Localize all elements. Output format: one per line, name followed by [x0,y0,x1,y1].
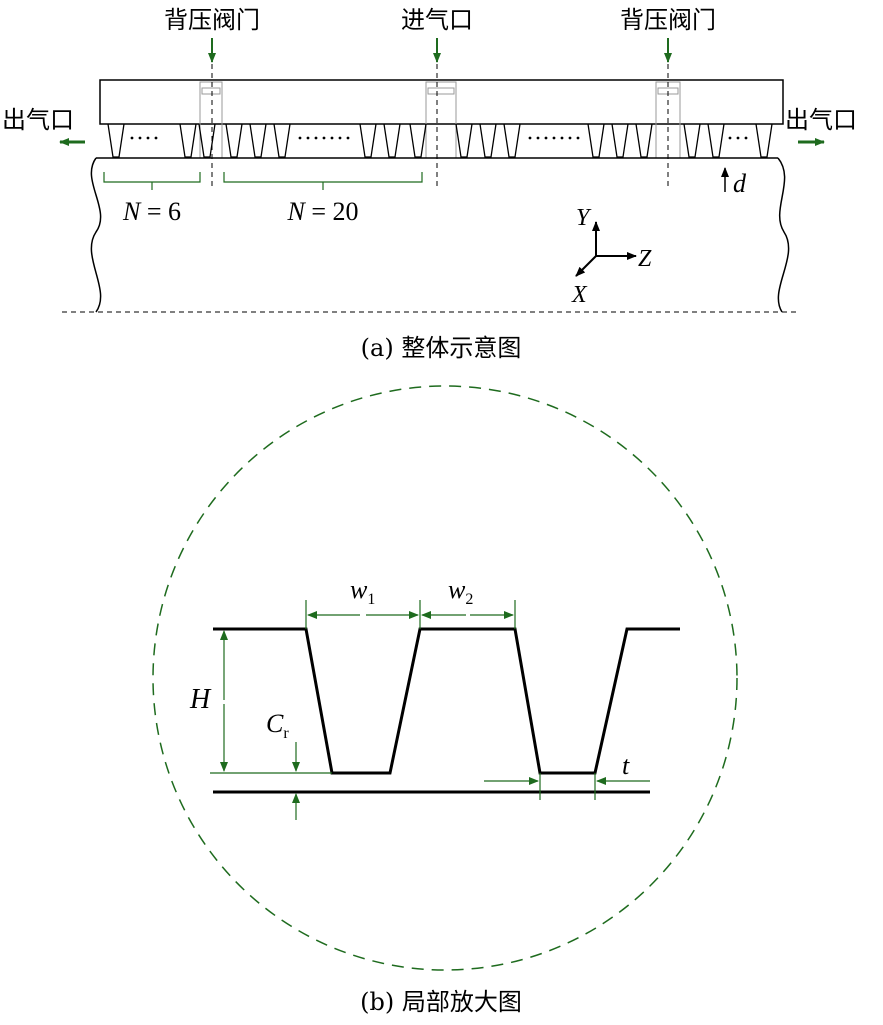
coordinate-axes [575,221,637,277]
n-mid-label: N = 20 [286,197,358,226]
seal-tooth [198,123,216,158]
detail-circle [152,385,738,971]
h-dimension [210,630,332,774]
seal-tooth [707,123,725,158]
valve-left-label: 背压阀门 [164,6,260,34]
h-label: H [189,684,212,715]
seal-tooth [503,123,521,158]
axis-z-label: Z [638,246,652,272]
valve-right-label: 背压阀门 [620,6,716,34]
panel-a-overall-view: 背压阀门 进气口 背压阀门 出气口 出气口 [2,6,857,362]
panel-b-detail-view: w1 w2 H Cr t (b) 局部放大图 [152,385,738,1016]
seal-stator-block [99,79,784,125]
caption-b: (b) 局部放大图 [360,988,522,1016]
w2-label: w2 [448,575,473,608]
inlet-label: 进气口 [401,6,473,34]
seal-tooth [479,123,497,158]
seal-tooth [225,123,243,158]
seal-tooth [107,123,125,158]
seal-tooth [359,123,377,158]
teeth-ellipsis [130,136,748,140]
w1-label: w1 [350,575,375,608]
t-label: t [622,751,630,780]
seal-tooth [635,123,653,158]
seal-teeth [107,123,773,158]
center-lines [62,64,796,313]
port-channels [199,81,681,159]
rotor-shaft [90,157,790,313]
cr-label: Cr [266,709,289,742]
seal-tooth [179,123,197,158]
w2-dimension [421,600,516,629]
n-bracket-mid [223,172,423,190]
w1-dimension [305,600,421,629]
t-dimension [484,773,650,800]
clearance-d-label: d [733,169,747,198]
seal-tooth [455,123,473,158]
outlet-left-label: 出气口 [2,106,74,134]
axis-x-label: X [571,282,588,308]
seal-tooth [273,123,291,158]
n-bracket-left [103,172,201,190]
n-left-label: N = 6 [122,197,181,226]
outlet-right-label: 出气口 [785,106,857,134]
seal-tooth [409,123,427,158]
seal-tooth [249,123,267,158]
seal-tooth [587,123,605,158]
tooth-profile [213,627,680,775]
axis-y-label: Y [576,205,592,231]
seal-tooth [683,123,701,158]
seal-tooth [383,123,401,158]
seal-tooth [755,123,773,158]
caption-a: (a) 整体示意图 [361,334,522,362]
seal-tooth [611,123,629,158]
